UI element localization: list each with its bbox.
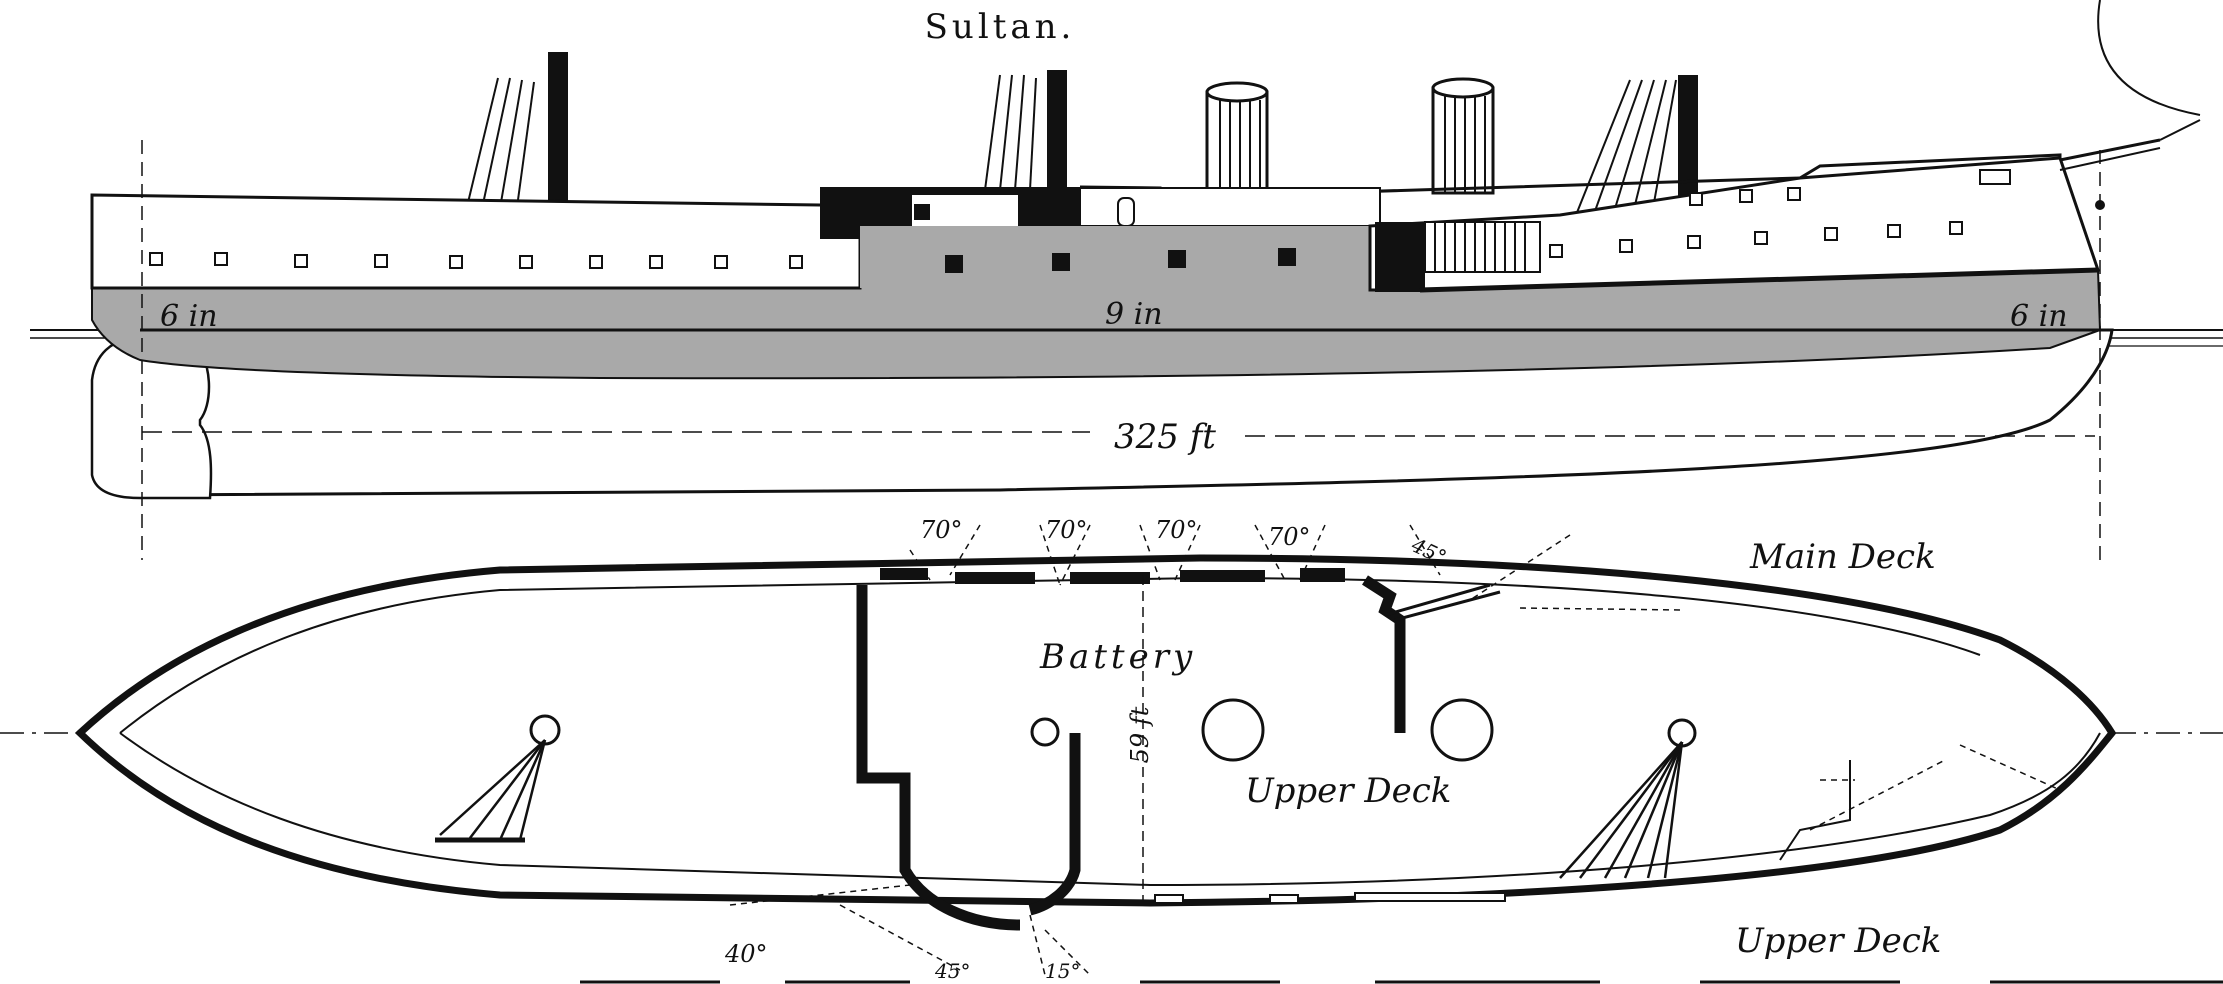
battery-bulkhead-fore — [1362, 575, 1406, 733]
funnel-aft — [1431, 77, 1495, 195]
fore-mast-plan — [529, 714, 561, 746]
main-mast-plan — [1030, 717, 1060, 747]
upper-hull-aft-section — [90, 193, 862, 290]
arc-label-low: 40° — [724, 940, 768, 968]
arc-label-bottom-a: 45° — [934, 959, 970, 983]
arc-label-1: 70° — [920, 516, 963, 544]
label-battery: Battery — [1039, 637, 1196, 677]
label-upper-deck-inner: Upper Deck — [1245, 771, 1451, 811]
beam-label: 59 ft — [1126, 706, 1154, 763]
drawing-title: Sultan. — [925, 7, 1076, 47]
hull-plan-outline — [74, 554, 2117, 907]
arc-label-4: 70° — [1268, 523, 1311, 551]
arc-label-3: 70° — [1155, 516, 1198, 544]
mizzen-mast — [1678, 75, 1698, 205]
plan-view: 59 ft 70° 70° 70° 70° 45° 40° 45° 15° Ba… — [0, 516, 2223, 983]
funnel-fore — [1205, 81, 1269, 204]
label-main-deck: Main Deck — [1749, 537, 1936, 577]
armor-label-midships: 9 in — [1105, 297, 1163, 332]
bowsprit — [2059, 138, 2161, 162]
length-label: 325 ft — [1114, 417, 1216, 457]
fore-mast — [548, 52, 568, 204]
armor-label-stern: 6 in — [160, 299, 218, 334]
gun-ports — [149, 169, 2011, 269]
main-mast — [1047, 70, 1067, 200]
arc-label-2: 70° — [1045, 516, 1088, 544]
arc-label-bottom-b: 15° — [1045, 959, 1080, 983]
armor-label-bow: 6 in — [2010, 299, 2068, 334]
battery-guns — [880, 568, 1345, 584]
armor-label-casemate: 8 in — [935, 193, 993, 228]
battery-bulkhead-aft — [856, 585, 1021, 931]
label-upper-deck-outer: Upper Deck — [1735, 921, 1941, 961]
battery-bulkhead-center — [1028, 733, 1081, 916]
profile-view: 6 in 8 in 9 in 6 in 325 ft — [30, 0, 2223, 560]
armor-belt — [91, 268, 2102, 380]
gun-arcs — [729, 524, 2061, 976]
funnel-fore-plan — [1201, 698, 1265, 762]
funnel-aft-plan — [1430, 698, 1494, 762]
